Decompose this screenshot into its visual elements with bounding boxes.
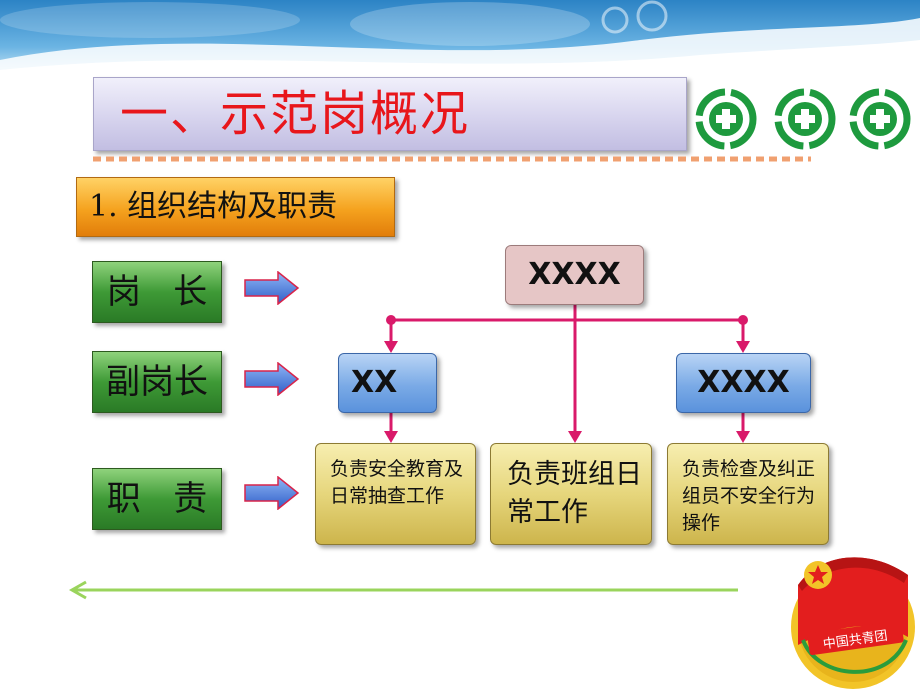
- subtitle-text: 1. 组织结构及职责: [89, 189, 338, 224]
- org-node-left: XX: [338, 353, 437, 413]
- youth-league-logo: 中国共青团: [791, 557, 915, 689]
- header-banner: [0, 0, 920, 78]
- duty-box-middle: 负责班组日常工作: [490, 443, 652, 545]
- duty-box-right: 负责检查及纠正组员不安全行为操作: [667, 443, 829, 545]
- safety-cross-icon: [774, 88, 836, 150]
- right-arrow-icon: [244, 476, 300, 510]
- role-label-leader: 岗 长: [92, 261, 222, 323]
- role-label-duty: 职 责: [92, 468, 222, 530]
- role-label-deputy: 副岗长: [92, 351, 222, 413]
- page-title: 一、示范岗概况: [120, 86, 471, 142]
- safety-cross-icon: [695, 88, 757, 150]
- title-box: 一、示范岗概况: [93, 77, 687, 151]
- org-node-right: XXXX: [676, 353, 811, 413]
- dashed-separator: [93, 156, 811, 162]
- right-arrow-icon: [244, 271, 300, 305]
- org-node-top: XXXX: [505, 245, 644, 305]
- section-subtitle: 1. 组织结构及职责: [76, 177, 395, 237]
- duty-box-left: 负责安全教育及日常抽查工作: [315, 443, 476, 545]
- right-arrow-icon: [244, 362, 300, 396]
- safety-cross-icon: [849, 88, 911, 150]
